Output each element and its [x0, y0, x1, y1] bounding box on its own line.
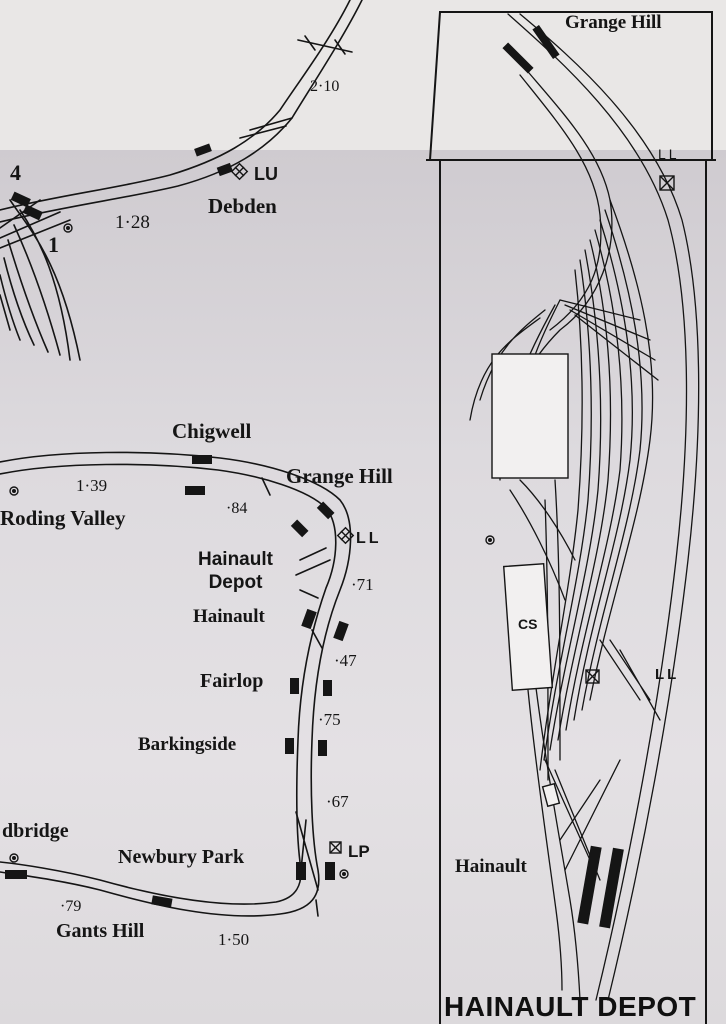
loughton-platform-2: [22, 204, 43, 221]
grange-hill-platform-1: [290, 519, 309, 538]
distance-label: ·84: [226, 500, 248, 517]
lu-label: LU: [254, 164, 278, 184]
small-building: [541, 782, 561, 808]
inset-circle-icon: [485, 535, 495, 545]
debden-platform-2: [194, 143, 212, 157]
inset-station-grange-hill: Grange Hill: [565, 12, 662, 33]
barkingside-platform-2: [318, 740, 327, 756]
depot-shed: [491, 353, 569, 479]
platform-number-4: 4: [10, 160, 21, 185]
station-roding-valley: Roding Valley: [0, 506, 126, 530]
barkingside-platform-1: [285, 738, 294, 754]
platform-number-1: 1: [48, 232, 59, 257]
debden-siding: [239, 117, 293, 139]
lp-newbury-box-icon: [329, 841, 342, 854]
station-hainault: Hainault: [193, 606, 265, 627]
junction-circle-icon: [63, 223, 73, 233]
loughton-platform-1: [10, 191, 31, 208]
station-chigwell: Chigwell: [172, 419, 252, 443]
station-barkingside: Barkingside: [138, 734, 237, 755]
inset-grange-hill-platform-2: [532, 24, 560, 60]
fairlop-platform-2: [323, 680, 332, 696]
distance-label: ·71: [351, 575, 374, 594]
depot-sidings-left: [0, 199, 81, 361]
paper-upper-fold: [0, 0, 726, 160]
distance-label: 1·50: [218, 930, 250, 949]
distance-label: ·75: [318, 710, 341, 729]
inset-frame: [426, 11, 716, 1024]
redbridge-platform: [5, 870, 27, 879]
inset-grange-hill-platform-1: [502, 42, 534, 74]
station-newbury-park: Newbury Park: [118, 846, 245, 868]
inset-hainault-platform-1: [577, 845, 602, 925]
newbury-park-platform-1: [296, 862, 306, 880]
lu-signal-box-icon: [230, 162, 249, 181]
station-grange-hill: Grange Hill: [286, 464, 393, 488]
hainault-platform-2: [333, 620, 349, 642]
distance-label: 1·39: [76, 476, 108, 495]
debden-track-south: [0, 0, 363, 223]
carriage-sidings-label: CS: [518, 616, 538, 632]
grange-hill-platform-2: [316, 501, 335, 520]
station-redbridge: dbridge: [2, 820, 69, 842]
inset-ll-top-label: LL: [658, 146, 680, 162]
inset-ll-top-box-icon: [659, 175, 675, 191]
debden-track-north: [0, 0, 351, 211]
debden-platform-1: [216, 162, 233, 177]
distance-label: 1·28: [115, 212, 150, 233]
lp-label: LP: [348, 842, 370, 861]
ll-label: LL: [356, 530, 382, 547]
line-boundary-mark: [297, 39, 353, 53]
distance-label: ·67: [326, 792, 349, 811]
roding-valley-circle-icon: [9, 486, 19, 496]
loop-track-inner: [0, 463, 337, 905]
inset-ll-mid-box-icon: [585, 669, 600, 684]
distance-label: 2·10: [310, 78, 340, 95]
inset-hainault-platform-2: [599, 847, 624, 929]
redbridge-circle-icon: [9, 853, 19, 863]
station-fairlop: Fairlop: [200, 670, 264, 692]
hainault-platform-1: [301, 608, 317, 630]
station-gants-hill: Gants Hill: [56, 920, 145, 942]
carriage-sidings-block: [502, 563, 554, 691]
newbury-park-platform-2: [325, 862, 335, 880]
inset-station-hainault: Hainault: [455, 856, 527, 877]
paper-lower-fold: [0, 150, 726, 1024]
station-debden: Debden: [208, 194, 277, 218]
gants-hill-platform: [151, 895, 173, 908]
depot-connection: [295, 547, 331, 599]
chigwell-platform-2: [185, 486, 205, 495]
distance-label: ·79: [60, 898, 82, 915]
newbury-circle-icon: [339, 869, 349, 879]
inset-ll-mid-label: LL: [655, 666, 680, 683]
map-title: HAINAULT DEPOT: [444, 991, 697, 1022]
fairlop-platform-1: [290, 678, 299, 694]
distance-label: ·47: [334, 651, 357, 670]
ll-grange-hill-box-icon: [336, 526, 355, 545]
chigwell-platform-1: [192, 455, 212, 464]
label-hainault-depot: Hainault Depot: [198, 549, 273, 593]
